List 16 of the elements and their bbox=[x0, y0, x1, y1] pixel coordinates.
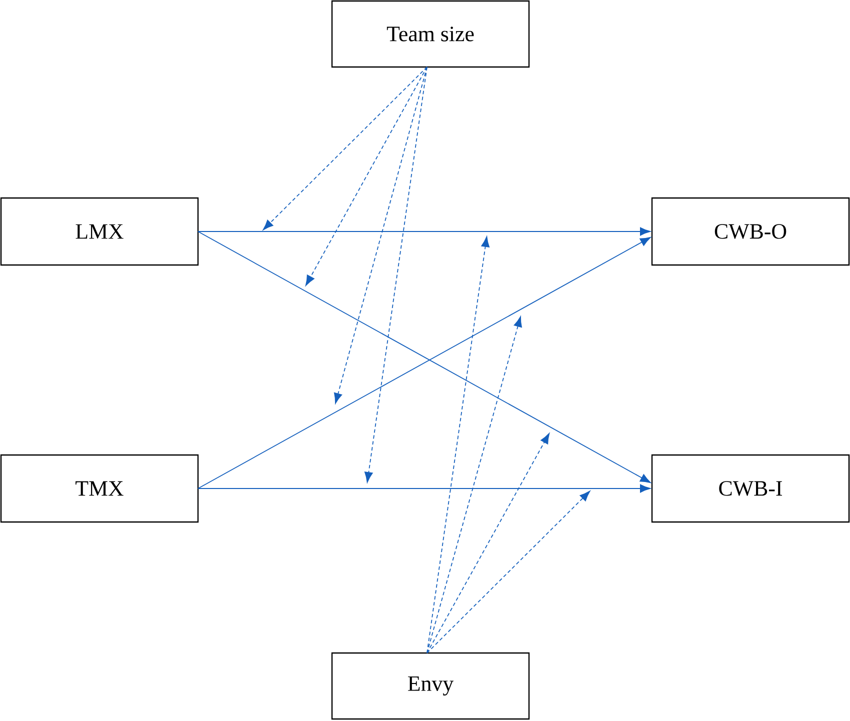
arrow bbox=[364, 66, 428, 483]
variable-box: Envy bbox=[331, 652, 530, 720]
arrow bbox=[262, 66, 428, 230]
variable-box: CWB-O bbox=[651, 197, 850, 266]
arrow bbox=[305, 66, 428, 286]
variable-box: TMX bbox=[0, 454, 199, 523]
variable-box: Team size bbox=[331, 0, 530, 68]
arrow bbox=[426, 316, 522, 654]
arrow bbox=[334, 66, 428, 404]
arrow bbox=[198, 227, 651, 236]
arrow bbox=[426, 490, 590, 654]
variable-box: LMX bbox=[0, 197, 199, 266]
arrow bbox=[426, 236, 490, 654]
variable-box: CWB-I bbox=[651, 454, 850, 523]
arrow bbox=[426, 433, 550, 654]
arrow bbox=[198, 484, 651, 493]
